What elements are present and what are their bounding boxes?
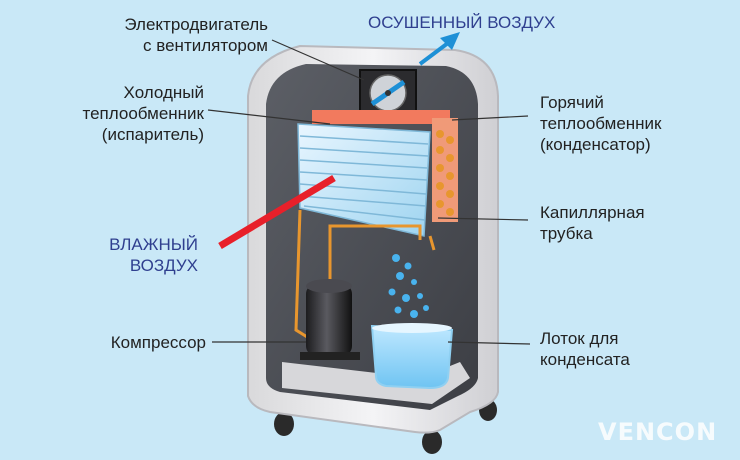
label-compressor: Компрессор (70, 332, 206, 353)
humid-air-bar (218, 174, 336, 250)
label-hot-line-2: теплообменник (540, 114, 662, 133)
label-cold-line-3: (испаритель) (101, 125, 204, 144)
fan-icon (359, 69, 417, 117)
label-capillary: Капиллярная трубка (540, 202, 645, 244)
label-hot-line-3: (конденсатор) (540, 135, 651, 154)
label-dry-air: ОСУШЕННЫЙ ВОЗДУХ (368, 12, 555, 33)
label-cold-line-1: Холодный (123, 83, 204, 102)
leader-lines (207, 39, 531, 345)
label-motor-line-1: Электродвигатель (124, 15, 268, 34)
label-tray-line-2: конденсата (540, 350, 630, 369)
label-compressor-text: Компрессор (110, 333, 206, 352)
wheels (274, 399, 497, 454)
evaporator (297, 123, 431, 237)
label-motor: Электродвигатель с вентилятором (90, 14, 268, 56)
label-motor-line-2: с вентилятором (143, 36, 268, 55)
condensate-tray (370, 323, 454, 390)
label-hot-exchanger: Горячий теплообменник (конденсатор) (540, 92, 662, 155)
label-humid-air: ВЛАЖНЫЙ ВОЗДУХ (80, 234, 198, 276)
condensate-drops (388, 254, 429, 318)
label-humid-line-2: ВОЗДУХ (129, 256, 198, 275)
label-tray: Лоток для конденсата (540, 328, 630, 370)
vencon-logo: VENCON (598, 418, 718, 446)
condenser (312, 110, 458, 222)
label-hot-line-1: Горячий (540, 93, 604, 112)
label-cold-exchanger: Холодный теплообменник (испаритель) (60, 82, 205, 145)
arrow-up-right-icon (418, 32, 460, 66)
label-cold-line-2: теплообменник (82, 104, 205, 123)
label-tray-line-1: Лоток для (540, 329, 619, 348)
label-capillary-line-2: трубка (540, 224, 593, 243)
label-capillary-line-1: Капиллярная (540, 203, 645, 222)
label-humid-line-1: ВЛАЖНЫЙ (109, 235, 198, 254)
label-dry-air-text: ОСУШЕННЫЙ ВОЗДУХ (368, 13, 556, 32)
casing-floor (282, 362, 470, 404)
compressor-unit (300, 279, 360, 360)
